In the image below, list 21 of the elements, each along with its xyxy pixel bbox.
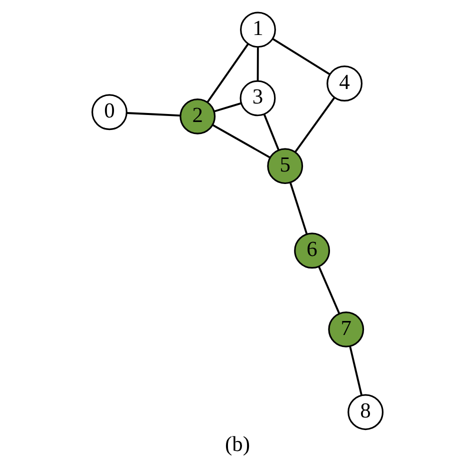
connector (212, 124, 270, 158)
caption: (b) (224, 432, 250, 456)
node-circle: 6 (294, 232, 330, 269)
node-circle: 1 (240, 12, 276, 48)
connector (348, 346, 362, 396)
connector (206, 43, 248, 103)
node-circle: 5 (266, 148, 303, 184)
node-circle: 0 (91, 94, 127, 130)
node-circle: 4 (326, 66, 362, 102)
connector (272, 38, 330, 76)
connector (294, 96, 335, 153)
connector (126, 112, 180, 117)
connector (318, 266, 340, 314)
connector (289, 182, 308, 235)
node-circle: 7 (328, 311, 364, 348)
connector (213, 102, 241, 112)
connector (256, 47, 258, 81)
node-circle: 2 (179, 98, 216, 134)
node-circle: 3 (239, 80, 276, 116)
connector (262, 114, 280, 150)
node-circle: 8 (347, 394, 383, 430)
